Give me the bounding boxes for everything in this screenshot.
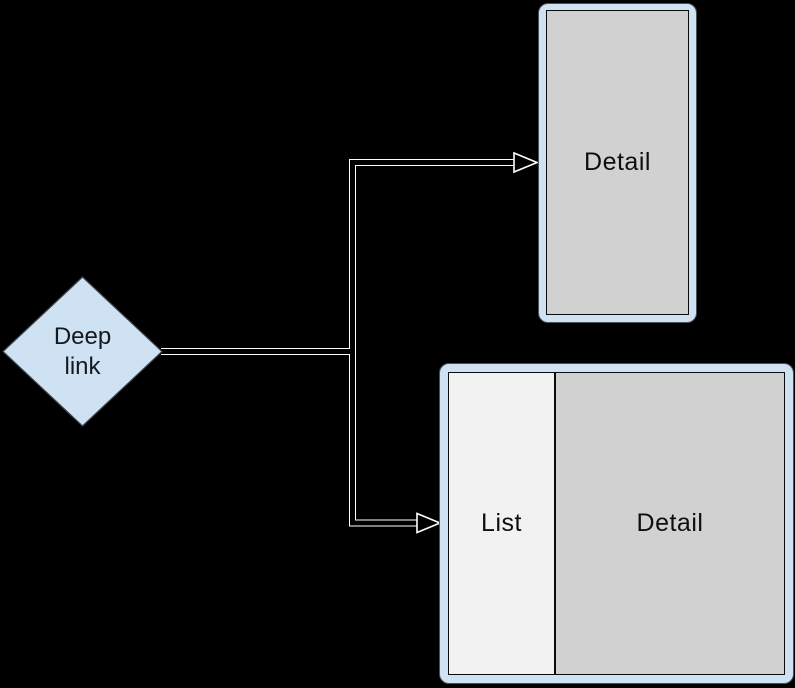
tablet-detail-pane: Detail <box>556 373 784 674</box>
tablet-inner: List Detail <box>448 372 785 675</box>
tablet-list-label: List <box>481 509 522 537</box>
connector-core <box>161 160 516 526</box>
phone-detail-label: Detail <box>584 148 651 176</box>
phone-detail-pane: Detail <box>546 10 689 315</box>
tablet-node: List Detail <box>439 363 794 684</box>
arrowhead-to-tablet <box>416 512 443 534</box>
arrowhead-to-phone <box>513 151 540 174</box>
tablet-list-pane: List <box>449 373 556 674</box>
connector-branch-core <box>350 160 516 526</box>
deep-link-label: Deep link <box>53 322 112 380</box>
phone-node: Detail <box>538 3 697 323</box>
deep-link-diamond-shape <box>2 276 163 427</box>
tablet-detail-label: Detail <box>636 509 704 537</box>
